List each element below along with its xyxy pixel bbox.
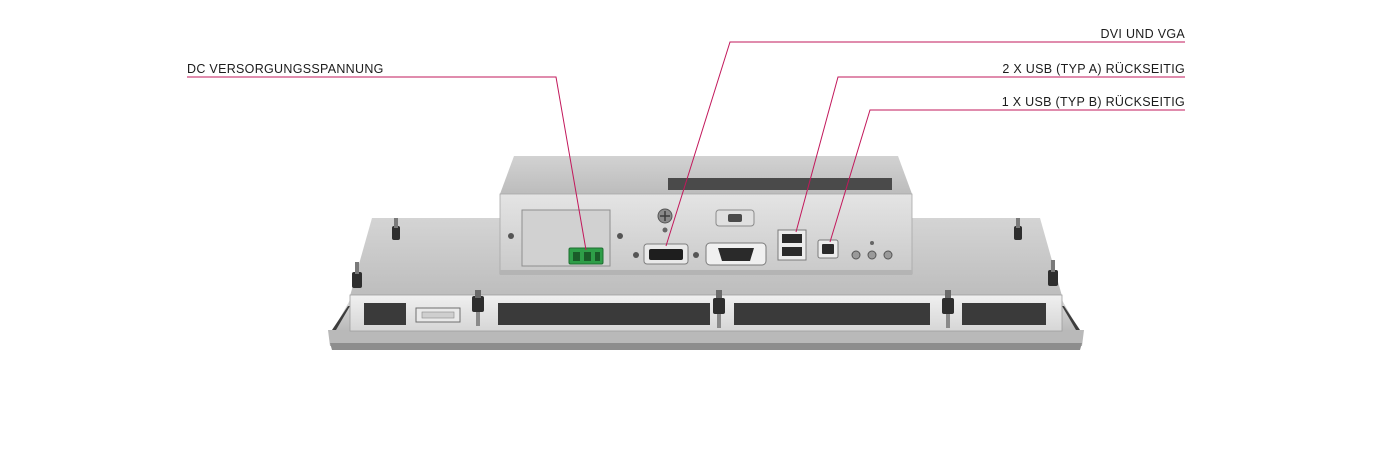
panel-slot bbox=[415, 307, 461, 323]
label-dvi-vga: DVI UND VGA bbox=[1100, 27, 1185, 41]
label-dc-supply: DC VERSORGUNGSSPANNUNG bbox=[187, 62, 384, 76]
status-indicators bbox=[851, 241, 893, 260]
clamp-front-2 bbox=[713, 290, 725, 328]
clamp-rear-right bbox=[1014, 218, 1022, 240]
panel-front-face bbox=[349, 294, 1063, 332]
clamp-front-1 bbox=[472, 290, 484, 326]
mounting-clamps bbox=[352, 218, 1058, 328]
cover-plate bbox=[508, 209, 623, 267]
leader-usb-b bbox=[829, 109, 1185, 243]
ground-screw bbox=[657, 208, 673, 233]
vent-grid-center-right bbox=[734, 303, 930, 325]
vent-grid-right bbox=[962, 303, 1046, 325]
top-vent-grille bbox=[668, 178, 892, 190]
dc-terminal-connector bbox=[568, 247, 604, 265]
vent-grid-left bbox=[364, 303, 406, 325]
clamp-rear-left bbox=[392, 218, 400, 240]
serial-port bbox=[705, 242, 767, 266]
clamp-front-3 bbox=[942, 290, 954, 328]
leader-usb-a bbox=[795, 76, 1185, 233]
leader-dc-supply bbox=[187, 76, 587, 251]
leader-dvi-vga bbox=[665, 41, 1185, 247]
vent-grid-center-left bbox=[498, 303, 710, 325]
usb-b-port bbox=[817, 239, 839, 259]
leader-lines bbox=[187, 41, 1185, 251]
dvi-port bbox=[633, 243, 699, 265]
label-usb-a: 2 X USB (TYP A) RÜCKSEITIG bbox=[1002, 62, 1185, 76]
clamp-right bbox=[1048, 260, 1058, 286]
clamp-left bbox=[352, 262, 362, 288]
label-usb-b: 1 X USB (TYP B) RÜCKSEITIG bbox=[1001, 95, 1185, 109]
vga-port-cover bbox=[715, 209, 755, 227]
usb-a-ports bbox=[777, 229, 807, 261]
